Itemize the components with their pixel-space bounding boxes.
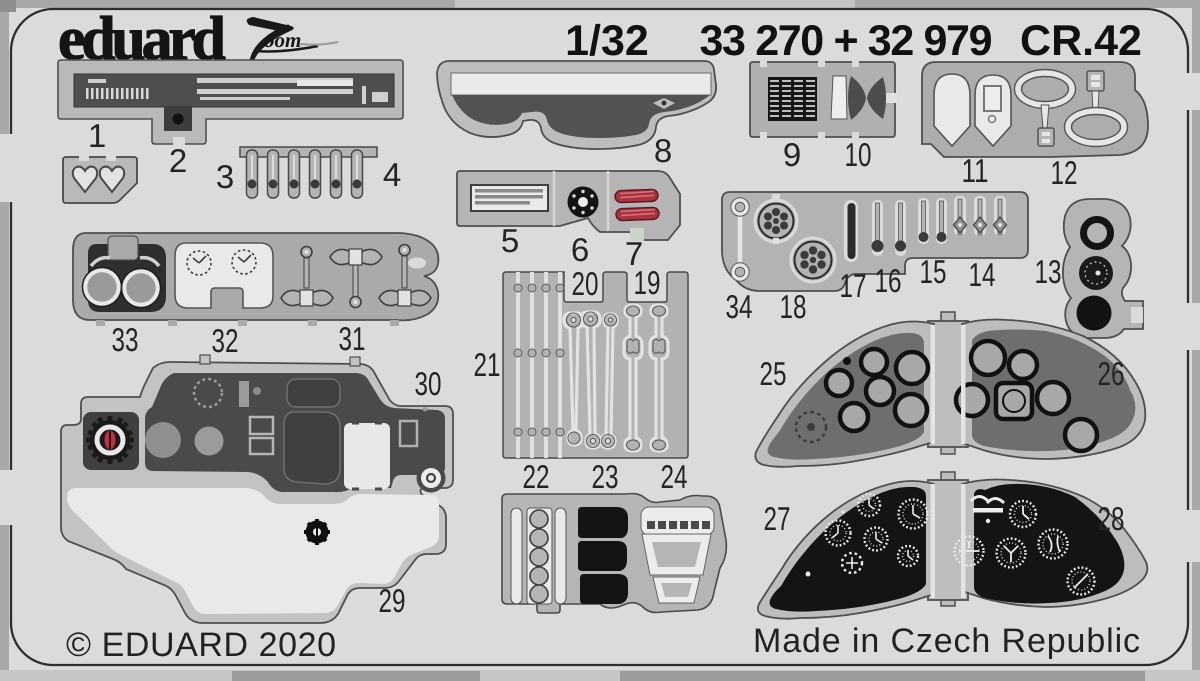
- svg-text:25: 25: [760, 355, 787, 392]
- svg-text:2: 2: [169, 142, 187, 179]
- svg-text:9: 9: [783, 136, 801, 173]
- svg-text:1/32: 1/32: [565, 17, 649, 65]
- svg-text:23: 23: [592, 458, 619, 495]
- svg-text:16: 16: [875, 262, 902, 299]
- svg-text:11: 11: [962, 152, 989, 189]
- svg-text:5: 5: [501, 222, 519, 259]
- svg-text:27: 27: [764, 500, 791, 537]
- svg-text:6: 6: [571, 231, 589, 268]
- svg-text:17: 17: [840, 267, 867, 304]
- svg-text:31: 31: [339, 320, 366, 357]
- svg-text:21: 21: [474, 346, 501, 383]
- svg-text:© EDUARD 2020: © EDUARD 2020: [66, 626, 336, 664]
- svg-text:20: 20: [572, 265, 599, 302]
- svg-text:26: 26: [1098, 355, 1125, 392]
- svg-text:3: 3: [216, 158, 234, 195]
- svg-text:15: 15: [920, 253, 947, 290]
- svg-text:29: 29: [379, 582, 406, 619]
- svg-text:30: 30: [415, 365, 442, 402]
- svg-text:28: 28: [1098, 500, 1125, 537]
- svg-text:13: 13: [1035, 253, 1062, 290]
- svg-text:34: 34: [726, 288, 753, 325]
- svg-text:oom: oom: [264, 28, 301, 52]
- svg-text:24: 24: [661, 458, 688, 495]
- svg-text:10: 10: [845, 136, 872, 173]
- svg-text:4: 4: [383, 156, 401, 193]
- svg-text:CR.42: CR.42: [1020, 17, 1142, 65]
- svg-text:14: 14: [969, 256, 996, 293]
- svg-text:32: 32: [212, 322, 239, 359]
- svg-text:18: 18: [780, 288, 807, 325]
- svg-text:Made in Czech Republic: Made in Czech Republic: [753, 622, 1140, 660]
- svg-text:1: 1: [88, 117, 106, 154]
- svg-text:33 270 + 32 979: 33 270 + 32 979: [700, 17, 993, 65]
- svg-text:22: 22: [523, 458, 550, 495]
- svg-text:19: 19: [634, 264, 661, 301]
- svg-text:8: 8: [654, 132, 672, 169]
- svg-text:12: 12: [1051, 154, 1078, 191]
- svg-text:33: 33: [112, 321, 139, 358]
- svg-text:7: 7: [625, 235, 643, 272]
